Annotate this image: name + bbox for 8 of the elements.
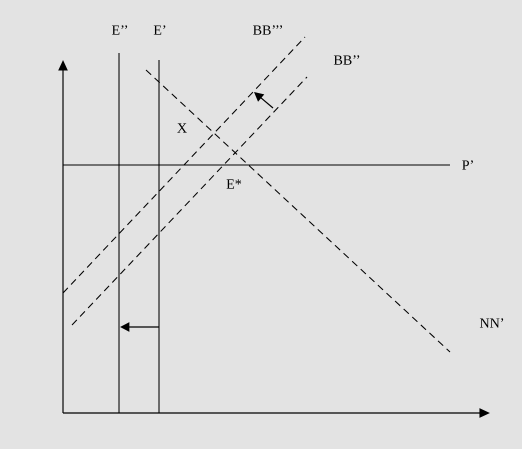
curve-label: BB’’’	[253, 25, 282, 35]
curve-label: P’	[462, 160, 473, 170]
curve-label: BB’’	[334, 55, 360, 65]
curve-label: E’’	[112, 25, 128, 35]
curve-label: X	[177, 123, 187, 133]
curve-label: NN’	[480, 318, 504, 328]
curve-label: E*	[226, 179, 242, 189]
curve-label: E’	[154, 25, 166, 35]
